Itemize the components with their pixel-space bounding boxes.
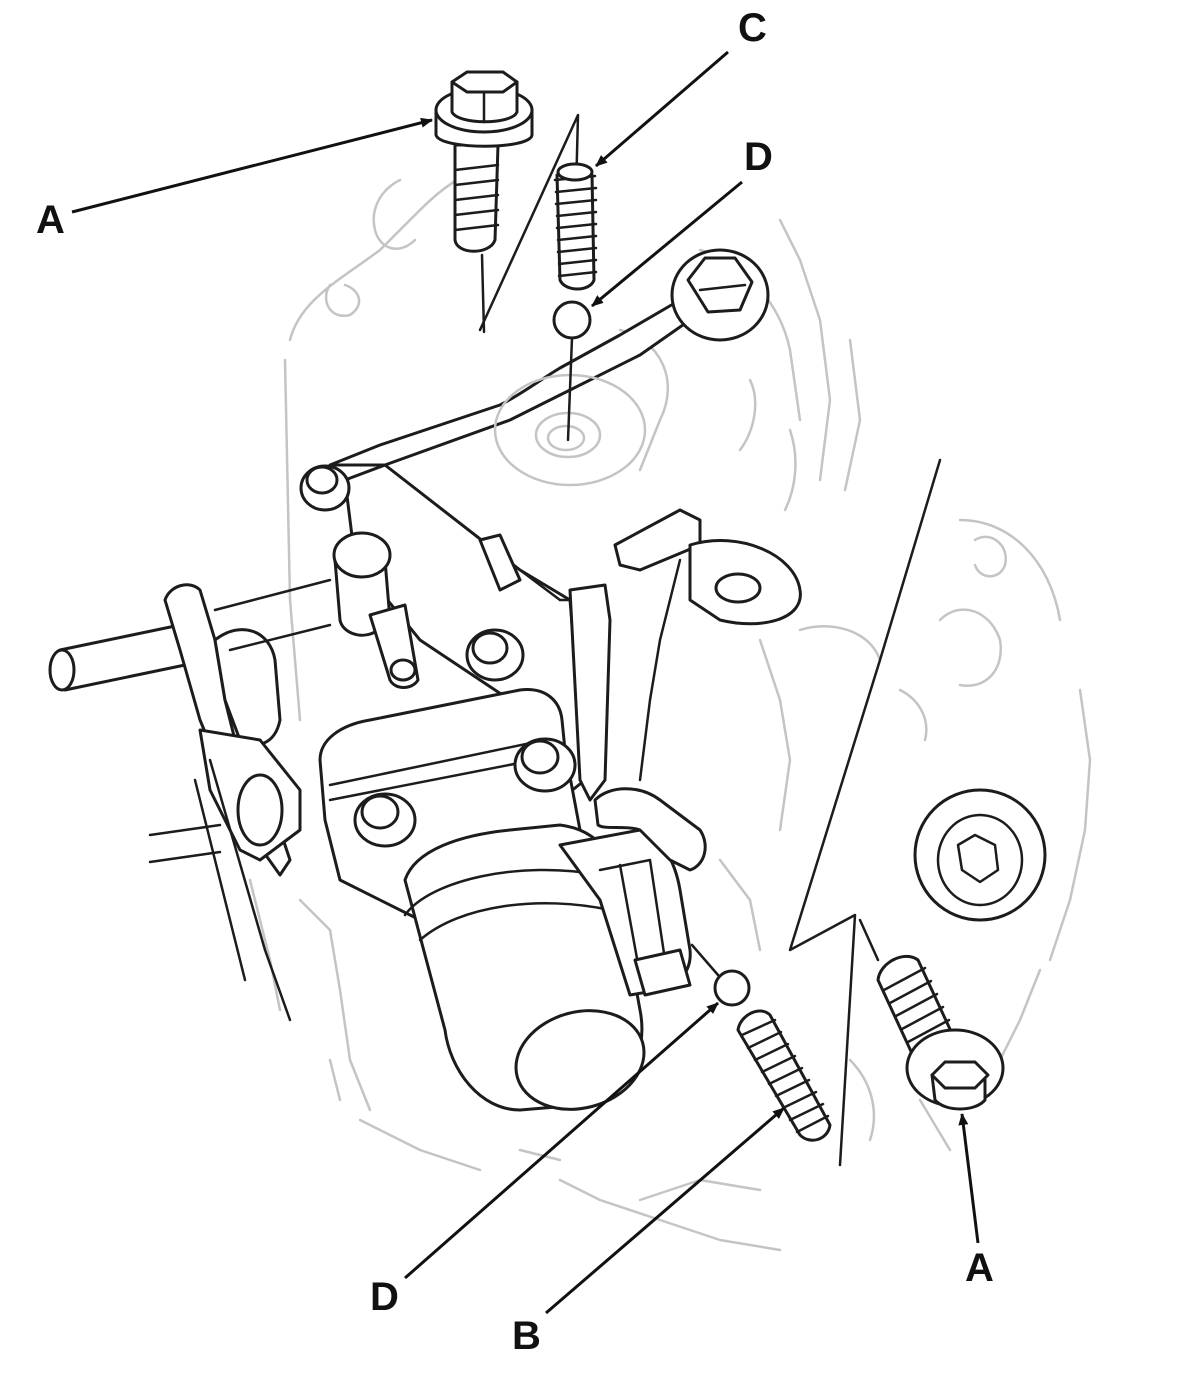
bracket-bolt-left	[299, 464, 351, 512]
leader-c	[595, 50, 729, 168]
spring-c	[553, 162, 598, 291]
leader-a-top	[71, 117, 433, 214]
leader-d-bottom	[404, 1001, 719, 1280]
bracket-bolt-top	[670, 248, 770, 342]
ball-d-bottom	[690, 943, 751, 1007]
callout-b-label: B	[512, 1314, 541, 1358]
leader-d-top	[591, 180, 743, 308]
leader-b	[545, 1106, 785, 1315]
bolt-a-top	[434, 70, 534, 334]
bracket-bolt-middle	[465, 628, 525, 682]
pipe-fitting	[332, 531, 420, 689]
shift-shaft	[48, 578, 332, 1022]
case-boss-right	[913, 788, 1047, 922]
shift-solenoid	[318, 688, 707, 1112]
leader-a-bottom	[958, 1113, 980, 1244]
callout-a-top-label: A	[36, 198, 65, 242]
ball-d-top	[552, 300, 592, 442]
callout-d-bottom-label: D	[370, 1275, 399, 1319]
callout-a-bottom-label: A	[965, 1246, 994, 1290]
spring-b	[736, 1009, 832, 1142]
callout-c-label: C	[738, 6, 767, 50]
callout-d-top-label: D	[744, 135, 773, 179]
bolt-a-bottom	[858, 918, 1005, 1111]
callout-leaders	[71, 50, 980, 1315]
